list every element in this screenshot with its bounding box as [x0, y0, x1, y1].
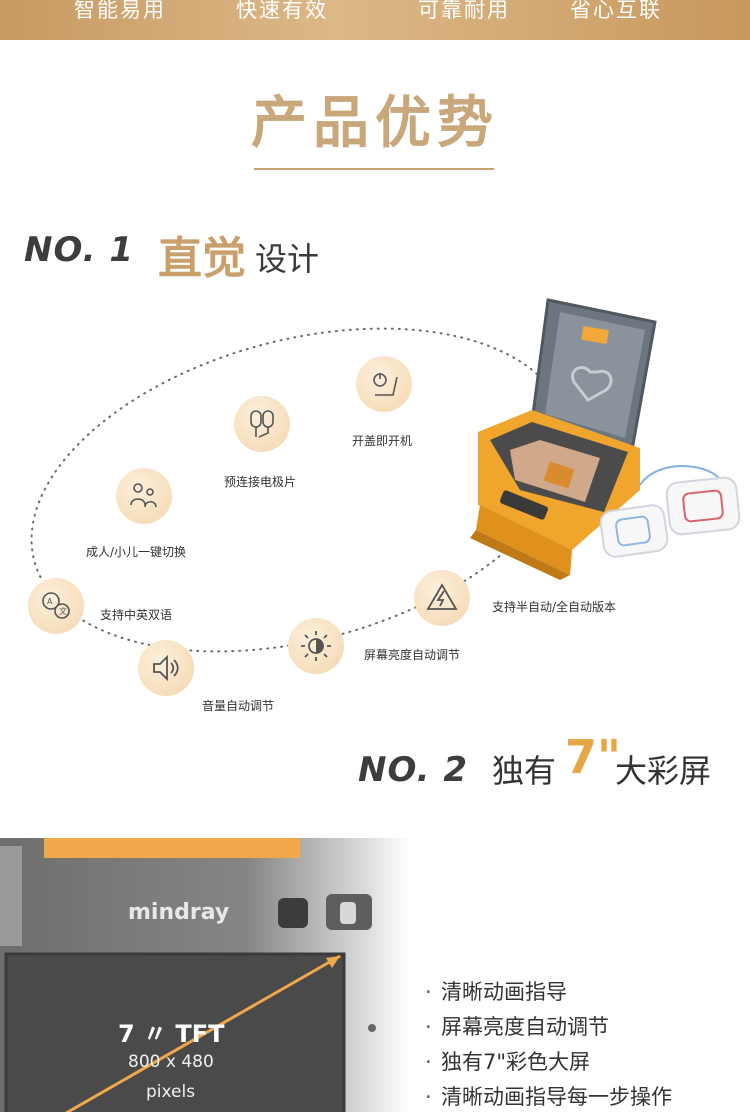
feature-orbit-illustration: [30, 298, 741, 653]
section-title: 产品优势: [251, 91, 499, 156]
list-item: ·清晰动画指导每一步操作: [425, 1085, 672, 1109]
brightness-icon: [288, 618, 344, 674]
list-item: ·清晰动画指导: [425, 980, 567, 1004]
device-brand: mindray: [128, 900, 230, 925]
screen-spec-line1: 7 〃 TFT: [118, 1020, 225, 1048]
feature-label-adult-child: 成人/小儿一键切换: [86, 545, 187, 559]
electrode-pads-graphic: [599, 465, 741, 558]
adult-child-icon: [116, 468, 172, 524]
tft-screen: [4, 952, 346, 1112]
top-banner: 智能易用 快速有效 可靠耐用 省心互联: [0, 0, 750, 40]
feature-label-speaker: 音量自动调节: [202, 699, 275, 713]
list-item: ·屏幕亮度自动调节: [425, 1015, 609, 1039]
screen-closeup-graphic: [0, 838, 376, 1112]
feature-label-bilingual: 支持中英双语: [100, 608, 173, 622]
feature-label-shock: 支持半自动/全自动版本: [492, 600, 617, 614]
device-side-panel: [0, 846, 22, 946]
feature2-title-pre: 独有: [492, 752, 557, 790]
pads-icon: [234, 396, 290, 452]
feature2-title-post: 大彩屏: [615, 752, 712, 790]
lid-power-icon: [356, 356, 412, 412]
aed-device-graphic: [470, 298, 657, 580]
banner-item-2: 快速有效: [236, 0, 328, 22]
diagonal-arrow: [64, 954, 341, 1112]
device-top-accent: [44, 838, 300, 858]
feature1-title-emph: 直觉: [158, 233, 246, 284]
screen-spec-line3: pixels: [146, 1082, 196, 1102]
feature1-title-rest: 设计: [255, 240, 320, 278]
feature2-bullet-list: ·清晰动画指导 ·屏幕亮度自动调节 ·独有7"彩色大屏 ·清晰动画指导每一步操作: [425, 975, 672, 1115]
feature-label-lid-power: 开盖即开机: [352, 434, 413, 448]
banner-item-1: 智能易用: [74, 0, 166, 22]
banner-item-4: 省心互联: [570, 0, 662, 22]
feature1-number: NO. 1: [24, 230, 135, 270]
feature-label-pads: 预连接电极片: [224, 475, 297, 489]
title-divider: [254, 168, 494, 170]
svg-text:A: A: [47, 597, 53, 606]
feature-label-brightness: 屏幕亮度自动调节: [364, 648, 461, 662]
feature2-title-num: 7": [565, 730, 621, 784]
screen-spec-line2: 800 x 480: [128, 1052, 214, 1072]
screen-closeup: mindray 7 〃 TFT 800 x 480 pixels: [0, 838, 410, 1112]
svg-text:文: 文: [59, 606, 67, 616]
mode-button: [278, 898, 308, 928]
feature2-number: NO. 2: [358, 750, 469, 790]
shock-icon: [414, 570, 470, 626]
banner-item-3: 可靠耐用: [418, 0, 510, 22]
speaker-icon: [138, 640, 194, 696]
list-item: ·独有7"彩色大屏: [425, 1050, 591, 1074]
